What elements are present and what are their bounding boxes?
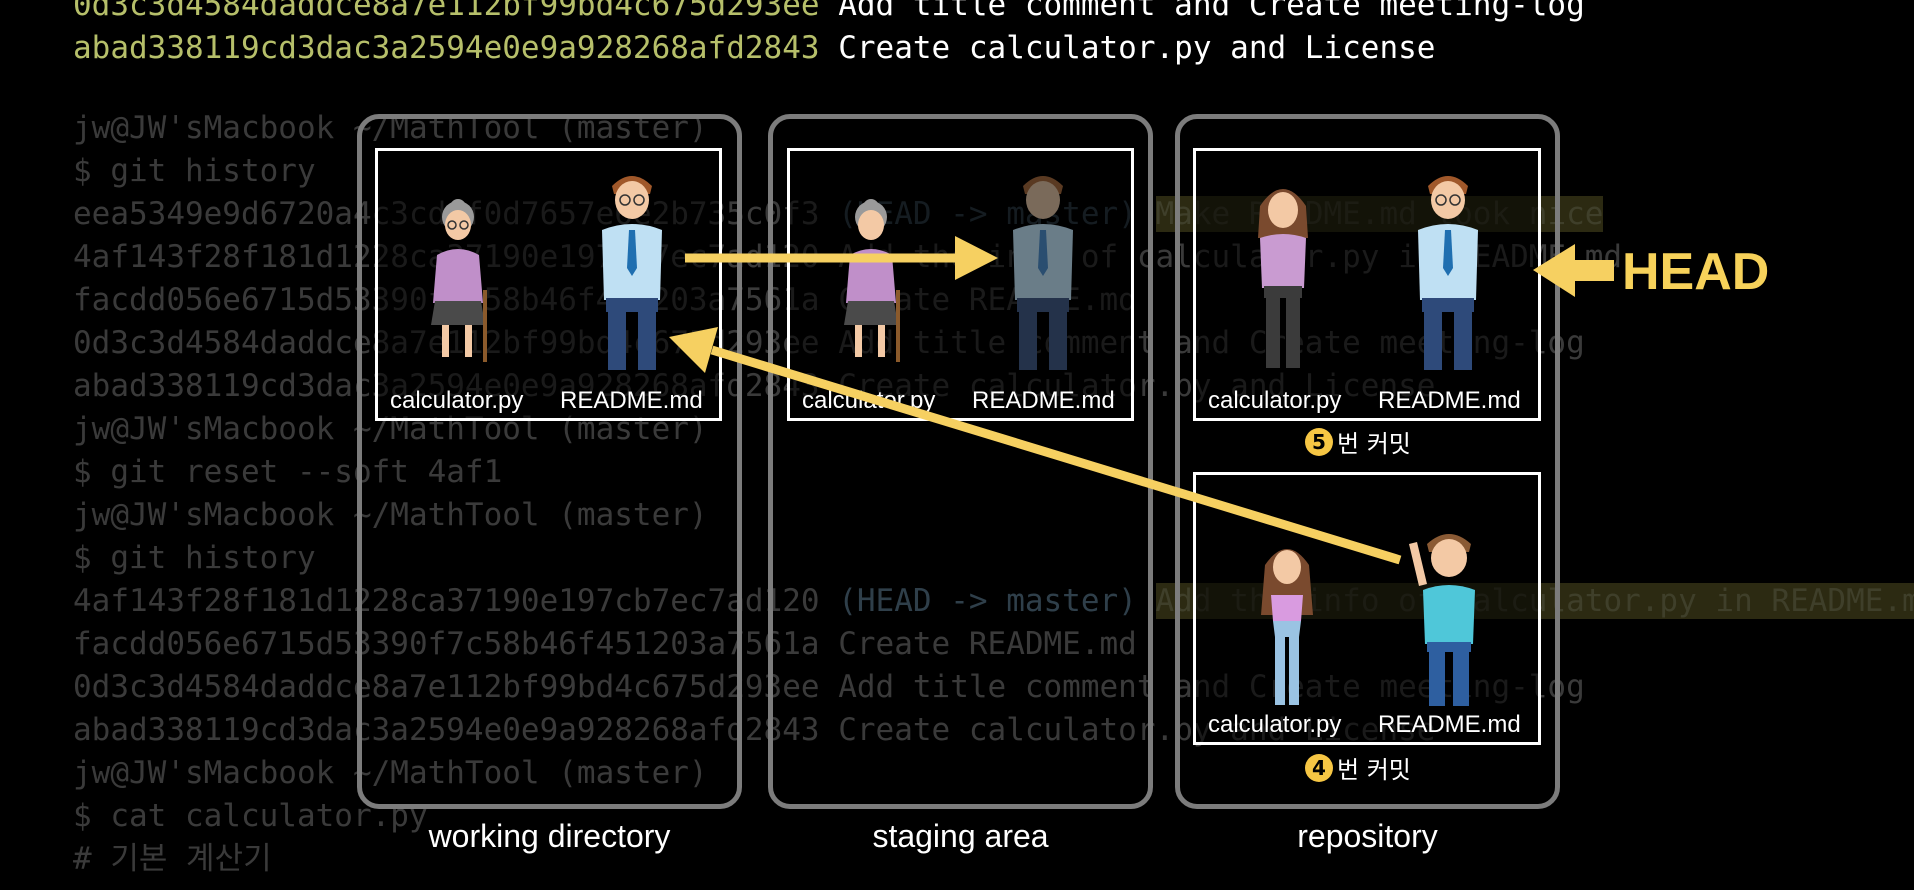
terminal-log-line: abad338119cd3dac3a2594e0e9a928268afd2843… bbox=[73, 28, 1435, 68]
commit-hash: 0d3c3d4584daddce8a7e112bf99bd4c675d293ee bbox=[73, 669, 820, 705]
commit-hash: abad338119cd3dac3a2594e0e9a928268afd2843 bbox=[73, 712, 820, 748]
man-blue-shirt-character bbox=[1418, 176, 1478, 370]
terminal-command-line: $ git history bbox=[73, 538, 316, 578]
commit-4-frame: calculator.py README.md bbox=[1193, 472, 1541, 745]
grandma-character bbox=[431, 199, 487, 362]
terminal-prompt-line: jw@JW'sMacbook ~/MathTool (master) bbox=[73, 753, 708, 793]
working-directory-label: working directory bbox=[428, 818, 671, 854]
commit-hash: 0d3c3d4584daddce8a7e112bf99bd4c675d293ee bbox=[73, 0, 820, 23]
boy-waving-character bbox=[1409, 534, 1475, 706]
commit-4-label: 4 번 커밋 bbox=[1305, 750, 1411, 785]
commit-hash: 4af143f28f181d1228ca37190e197cb7ec7ad120 bbox=[73, 583, 820, 619]
staging-area-panel bbox=[768, 114, 1153, 809]
staging-area-files-frame: calculator.py README.md bbox=[787, 148, 1134, 421]
commit-hash: facdd056e6715d53390f7c58b46f451203a7561a bbox=[73, 626, 820, 662]
prompt-text: jw@JW'sMacbook ~/MathTool (master) bbox=[73, 497, 708, 533]
commit-5-frame: calculator.py README.md bbox=[1193, 148, 1541, 421]
terminal-command-line: $ git history bbox=[73, 151, 316, 191]
man-shadow-character bbox=[1013, 176, 1073, 370]
terminal-log-line: 0d3c3d4584daddce8a7e112bf99bd4c675d293ee… bbox=[73, 0, 1585, 25]
commit-4-number-badge: 4 bbox=[1305, 753, 1333, 782]
girl-character bbox=[1261, 549, 1313, 705]
file-label-calculator: calculator.py bbox=[390, 387, 524, 414]
terminal-command-line: $ git reset --soft 4af1 bbox=[73, 452, 502, 492]
commit-message: Create README.md bbox=[838, 626, 1137, 662]
woman-purple-character bbox=[1258, 189, 1308, 368]
output-text: # 기본 계산기 bbox=[73, 841, 272, 877]
file-label-readme: README.md bbox=[560, 387, 703, 414]
commit-message: Create calculator.py and License bbox=[838, 30, 1436, 66]
commit-hash: abad338119cd3dac3a2594e0e9a928268afd2843 bbox=[73, 30, 820, 66]
commit-5-label: 5 번 커밋 bbox=[1305, 424, 1411, 459]
man-blue-shirt-character bbox=[602, 176, 662, 370]
file-label-calculator: calculator.py bbox=[1208, 711, 1342, 738]
file-label-readme: README.md bbox=[1378, 387, 1521, 414]
file-label-calculator: calculator.py bbox=[1208, 387, 1342, 414]
arrow-from-commit4-to-working bbox=[669, 327, 1402, 565]
working-directory-files-frame: calculator.py README.md bbox=[375, 148, 722, 421]
prompt-text: jw@JW'sMacbook ~/MathTool (master) bbox=[73, 755, 708, 791]
working-directory-panel bbox=[357, 114, 742, 809]
file-label-readme: README.md bbox=[1378, 711, 1521, 738]
commit-5-number-badge: 5 bbox=[1305, 427, 1333, 456]
terminal-log-line: facdd056e6715d53390f7c58b46f451203a7561a… bbox=[73, 624, 1137, 664]
repository-panel bbox=[1175, 114, 1560, 809]
ref-label: (HEAD -> master) bbox=[838, 583, 1137, 619]
commit-4-text: 번 커밋 bbox=[1337, 756, 1411, 784]
head-pointer-arrow bbox=[1533, 244, 1614, 297]
command-text: $ git reset --soft 4af1 bbox=[73, 454, 503, 490]
arrow-to-staging bbox=[685, 236, 998, 280]
repository-label: repository bbox=[1297, 818, 1438, 854]
terminal-prompt-line: jw@JW'sMacbook ~/MathTool (master) bbox=[73, 495, 708, 535]
head-label: HEAD bbox=[1622, 243, 1770, 301]
commit-message: Add title comment and Create meeting-log bbox=[838, 0, 1585, 23]
file-label-readme: README.md bbox=[972, 387, 1115, 414]
command-text: $ git history bbox=[73, 153, 316, 189]
terminal-output-line: # 기본 계산기 bbox=[73, 839, 272, 879]
command-text: $ git history bbox=[73, 540, 316, 576]
commit-5-text: 번 커밋 bbox=[1337, 430, 1411, 458]
staging-area-label: staging area bbox=[872, 818, 1049, 854]
